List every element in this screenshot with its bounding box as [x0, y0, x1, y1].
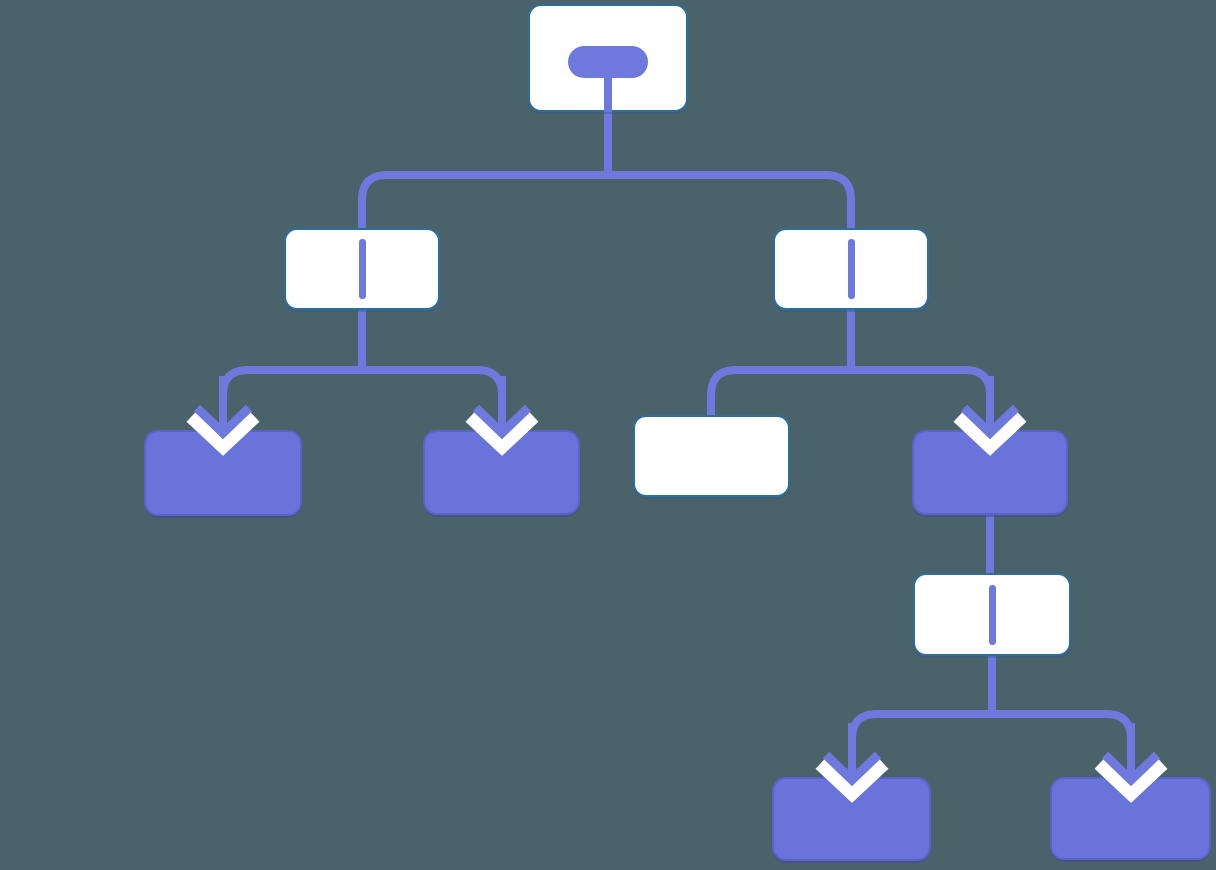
child-purple-node[interactable] — [912, 430, 1068, 515]
child-white-node[interactable] — [633, 415, 790, 497]
root-pill-stem-line — [604, 74, 612, 112]
vertical-divider-bar-icon — [988, 584, 996, 645]
divider-node[interactable] — [913, 573, 1071, 656]
branch-right-node[interactable] — [773, 228, 929, 310]
branch-left-node[interactable] — [284, 228, 440, 310]
root-pill-icon — [568, 46, 648, 78]
vertical-divider-bar-icon — [847, 239, 855, 299]
leaf-node-3[interactable] — [772, 777, 931, 861]
connector-bottom-bus — [848, 710, 1135, 779]
connector-left-bus — [219, 366, 506, 432]
root-node[interactable] — [528, 4, 688, 112]
vertical-divider-bar-icon — [358, 239, 366, 299]
connector-level1-bus — [358, 171, 855, 232]
leaf-node-2[interactable] — [423, 430, 580, 515]
leaf-node-1[interactable] — [144, 430, 302, 516]
leaf-node-4[interactable] — [1050, 777, 1211, 860]
